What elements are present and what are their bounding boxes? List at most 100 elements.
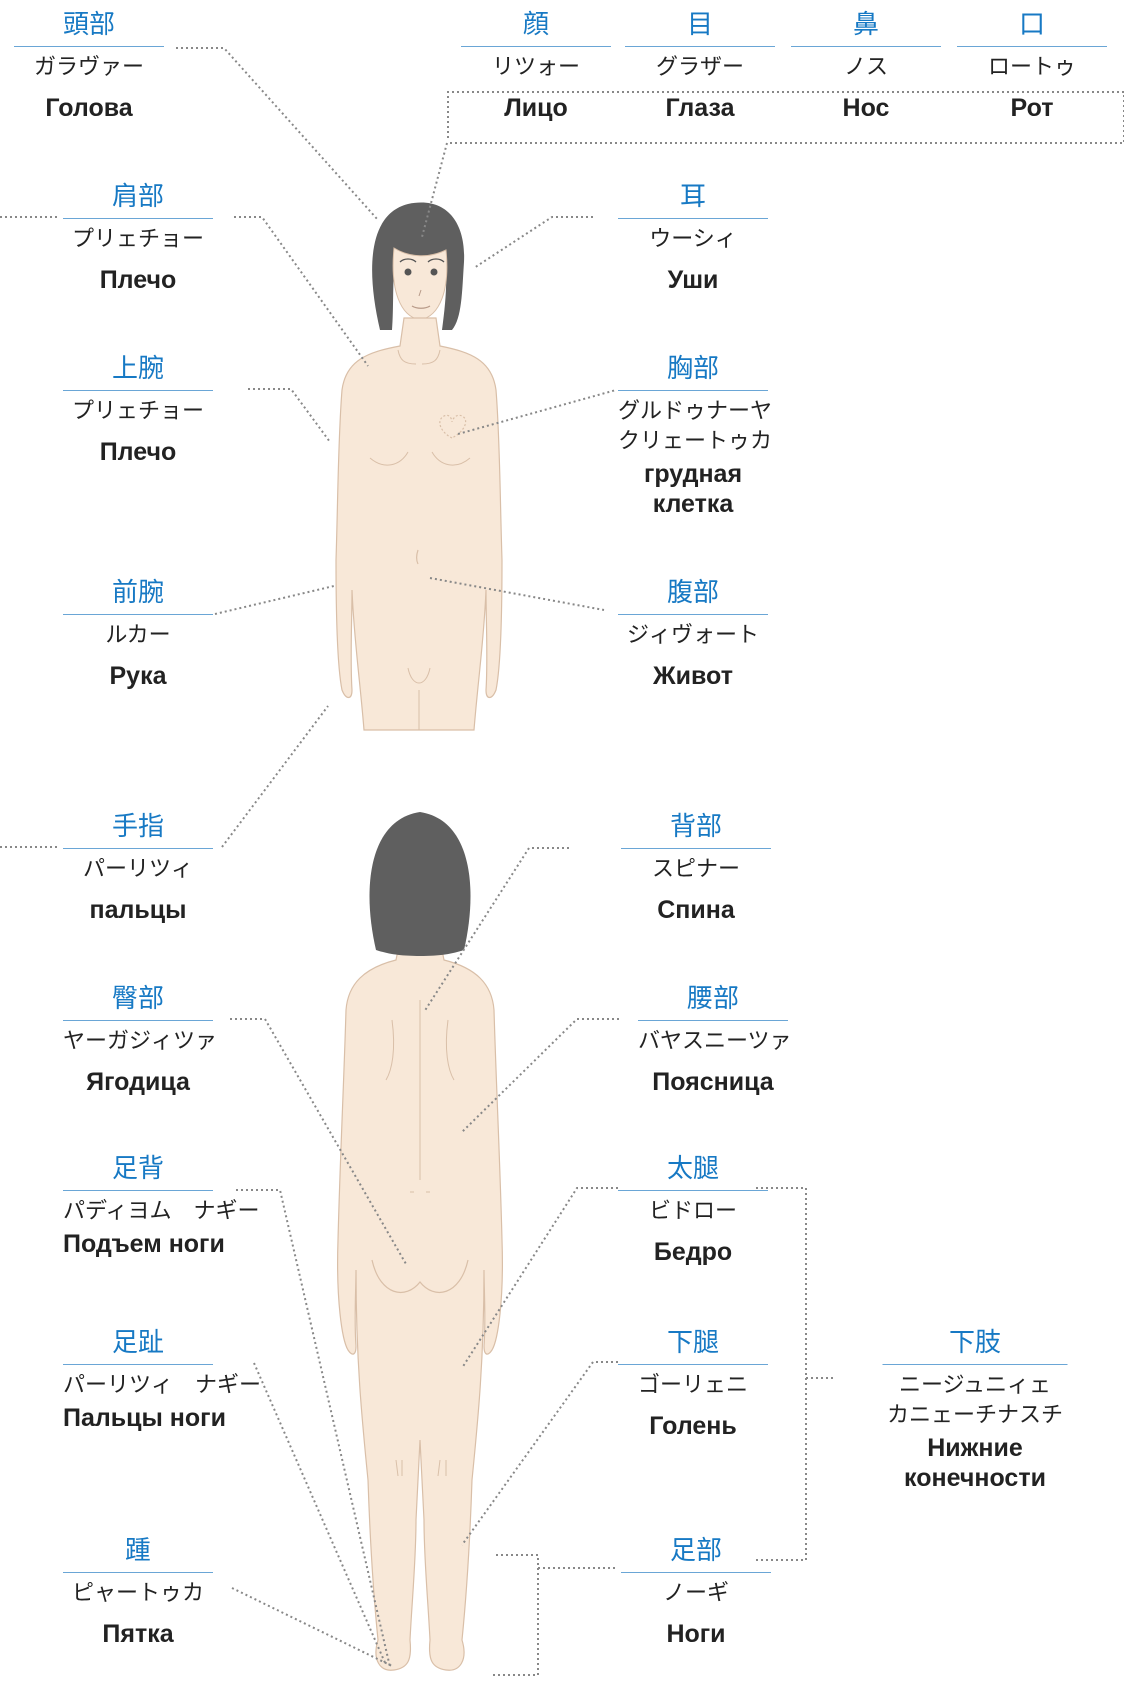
label-head-kana: ガラヴァー bbox=[33, 55, 144, 80]
label-buttock: 臀部 ヤーガジィツァ Ягодица bbox=[63, 982, 218, 1097]
back-hair bbox=[369, 812, 471, 956]
label-mouth-rule bbox=[957, 46, 1107, 47]
label-buttock-jp: 臀部 bbox=[111, 984, 164, 1014]
label-waist-ru: Поясница bbox=[652, 1068, 774, 1096]
label-back-kana: スピナー bbox=[651, 857, 740, 882]
label-toes: 足趾 パーリツィ ナギー Пальцы ноги bbox=[63, 1326, 261, 1433]
label-upperarm: 上腕 プリェチョー Плечо bbox=[63, 352, 213, 467]
label-forearm: 前腕 ルカー Рука bbox=[63, 576, 213, 691]
back-figure bbox=[337, 812, 503, 1671]
label-heel-kana: ピャートゥカ bbox=[71, 1581, 204, 1606]
label-abdomen-rule bbox=[618, 614, 768, 615]
label-upperarm-kana: プリェチョー bbox=[71, 399, 204, 424]
back-body bbox=[337, 939, 503, 1671]
label-instep-jp: 足背 bbox=[111, 1154, 164, 1184]
label-nose-rule bbox=[791, 46, 941, 47]
label-buttock-rule bbox=[63, 1020, 213, 1021]
label-head-jp: 頭部 bbox=[62, 10, 115, 40]
label-head-ru: Голова bbox=[45, 94, 133, 122]
label-waist: 腰部 バヤスニーツァ Поясница bbox=[638, 982, 792, 1097]
label-toes-ru: Пальцы ноги bbox=[63, 1404, 226, 1432]
label-abdomen: 腹部 ジィヴォート Живот bbox=[618, 576, 768, 691]
label-back-jp: 背部 bbox=[669, 812, 722, 842]
label-face: 顔 リツォー Лицо bbox=[461, 8, 611, 123]
label-shoulder-rule bbox=[63, 218, 213, 219]
label-forearm-rule bbox=[63, 614, 213, 615]
leader-lines bbox=[0, 47, 1124, 1676]
label-lowerlimb-ru: Нижние bbox=[927, 1434, 1023, 1462]
label-chest-kana-2: クリェートゥカ bbox=[618, 429, 773, 454]
label-fingers: 手指 パーリツィ пальцы bbox=[63, 810, 213, 925]
label-nose-ru: Нос bbox=[842, 94, 890, 122]
label-eyes: 目 グラザー Глаза bbox=[625, 8, 775, 123]
label-thigh-ru: Бедро bbox=[653, 1238, 733, 1266]
label-eyes-ru: Глаза bbox=[665, 94, 735, 122]
label-feet: 足部 ノーギ Ноги bbox=[621, 1534, 771, 1649]
label-nose: 鼻 ノス Нос bbox=[791, 8, 941, 123]
label-shoulder: 肩部 プリェチョー Плечо bbox=[63, 180, 213, 295]
label-instep-kana: パディヨム ナギー bbox=[63, 1199, 260, 1224]
label-abdomen-ru: Живот bbox=[653, 662, 733, 690]
label-lowerlimb-ru-2: конечности bbox=[904, 1464, 1046, 1492]
label-toes-jp: 足趾 bbox=[111, 1328, 164, 1358]
label-chest-ru-2: клетка bbox=[652, 490, 734, 518]
label-eyes-rule bbox=[625, 46, 775, 47]
label-mouth: 口 ロートゥ Рот bbox=[957, 8, 1107, 123]
label-chest: 胸部 グルドゥナーヤ クリェートゥカ грудная клетка bbox=[618, 352, 773, 519]
label-feet-jp: 足部 bbox=[669, 1536, 722, 1566]
label-instep: 足背 パディヨム ナギー Подъем ноги bbox=[63, 1152, 260, 1259]
front-figure bbox=[335, 202, 503, 731]
label-chest-rule bbox=[618, 390, 768, 391]
label-head: 頭部 ガラヴァー Голова bbox=[14, 8, 164, 123]
label-face-rule bbox=[461, 46, 611, 47]
label-upperarm-jp: 上腕 bbox=[111, 354, 164, 384]
label-thigh-rule bbox=[618, 1190, 768, 1191]
label-fingers-jp: 手指 bbox=[111, 812, 164, 842]
label-face-kana: リツォー bbox=[491, 55, 580, 80]
label-mouth-ru: Рот bbox=[1010, 94, 1054, 122]
label-lowerlimb-rule bbox=[882, 1364, 1068, 1365]
label-feet-rule bbox=[621, 1572, 771, 1573]
label-shin-jp: 下腿 bbox=[666, 1328, 719, 1358]
label-ears-rule bbox=[618, 218, 768, 219]
label-upperarm-ru: Плечо bbox=[99, 438, 177, 466]
label-ears-kana: ウーシィ bbox=[649, 227, 737, 252]
front-body bbox=[335, 317, 503, 731]
label-nose-kana: ノス bbox=[843, 55, 888, 80]
label-waist-jp: 腰部 bbox=[686, 984, 739, 1014]
front-face bbox=[392, 247, 448, 321]
label-shoulder-kana: プリェチョー bbox=[71, 227, 204, 252]
label-lowerlimb-jp: 下肢 bbox=[948, 1328, 1001, 1358]
label-buttock-kana: ヤーガジィツァ bbox=[63, 1029, 218, 1054]
label-eyes-jp: 目 bbox=[686, 10, 713, 40]
label-fingers-rule bbox=[63, 848, 213, 849]
label-thigh-kana: ビドロー bbox=[648, 1199, 737, 1224]
label-buttock-ru: Ягодица bbox=[86, 1068, 190, 1096]
label-mouth-jp: 口 bbox=[1018, 10, 1045, 40]
label-mouth-kana: ロートゥ bbox=[987, 55, 1076, 80]
label-forearm-jp: 前腕 bbox=[111, 578, 164, 608]
label-lowerlimb-kana: ニージュニィェ bbox=[898, 1373, 1052, 1398]
label-abdomen-kana: ジィヴォート bbox=[626, 623, 759, 648]
label-chest-kana: グルドゥナーヤ bbox=[618, 399, 773, 424]
label-shin-kana: ゴーリェニ bbox=[637, 1373, 748, 1398]
label-back: 背部 スピナー Спина bbox=[621, 810, 771, 925]
label-chest-jp: 胸部 bbox=[666, 354, 719, 384]
label-fingers-kana: パーリツィ bbox=[82, 857, 193, 882]
label-nose-jp: 鼻 bbox=[852, 10, 879, 40]
label-face-ru: Лицо bbox=[504, 94, 568, 122]
label-instep-rule bbox=[63, 1190, 213, 1191]
label-shin: 下腿 ゴーリェニ Голень bbox=[618, 1326, 768, 1441]
label-shoulder-jp: 肩部 bbox=[111, 182, 164, 212]
label-fingers-ru: пальцы bbox=[89, 896, 187, 924]
label-upperarm-rule bbox=[63, 390, 213, 391]
label-head-rule bbox=[14, 46, 164, 47]
front-hair bbox=[372, 202, 465, 330]
label-thigh: 太腿 ビドロー Бедро bbox=[618, 1152, 768, 1267]
label-shoulder-ru: Плечо bbox=[99, 266, 177, 294]
label-chest-ru: грудная bbox=[643, 460, 743, 488]
label-lowerlimb-kana-2: カニェーチナスチ bbox=[886, 1403, 1063, 1428]
label-abdomen-jp: 腹部 bbox=[666, 578, 719, 608]
label-toes-rule bbox=[63, 1364, 213, 1365]
